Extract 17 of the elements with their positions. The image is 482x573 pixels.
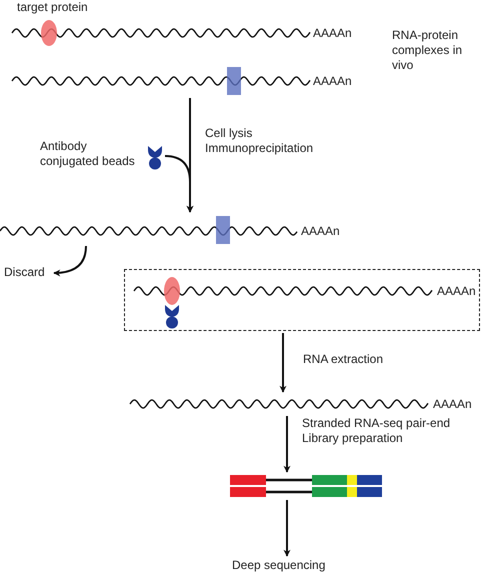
- annotation-text: target protein: [17, 0, 89, 15]
- poly-a-tail-label: AAAAn: [313, 74, 352, 88]
- arrow: [53, 246, 87, 276]
- poly-a-tail-label: AAAAn: [313, 26, 352, 40]
- bead-caption: Antibody conjugated beads: [40, 139, 136, 169]
- library-fragment-drawing: [230, 474, 382, 498]
- step-text: Discard: [4, 265, 52, 281]
- arrow: [280, 333, 286, 393]
- dashed-box: [124, 269, 480, 331]
- arrow: [284, 500, 290, 557]
- arrow: [284, 416, 290, 473]
- step-text: Deep sequencing: [232, 558, 347, 573]
- poly-a-tail-label: AAAAn: [437, 284, 476, 298]
- poly-a-tail-label: AAAAn: [301, 224, 340, 238]
- arrow: [164, 155, 194, 213]
- poly-a-tail-label: AAAAn: [433, 397, 472, 411]
- annotation-text: RNA-protein complexes in vivo: [392, 28, 464, 73]
